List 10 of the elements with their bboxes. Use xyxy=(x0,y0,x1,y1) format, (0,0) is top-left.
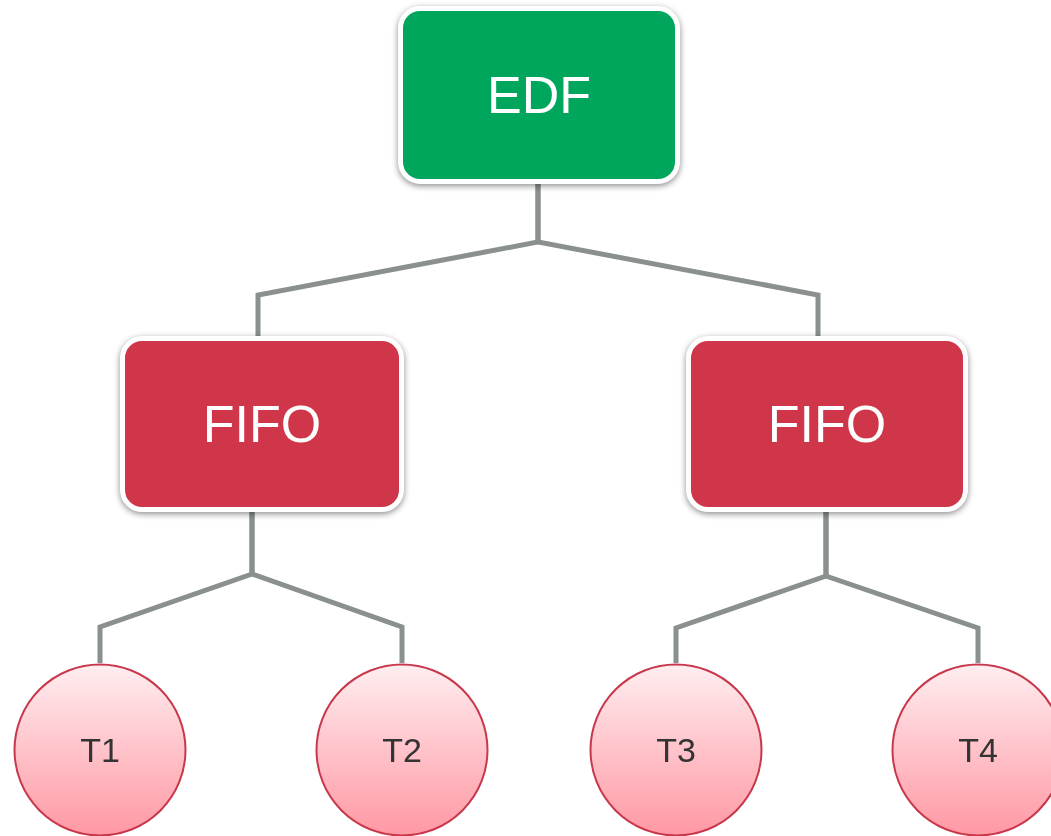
node-label: FIFO xyxy=(767,394,887,454)
connector-line xyxy=(249,512,405,663)
node-label: T1 xyxy=(80,730,120,770)
node-label: EDF xyxy=(487,65,591,125)
node-label: T3 xyxy=(656,730,696,770)
connector-line xyxy=(823,512,981,663)
node-label: FIFO xyxy=(202,394,322,454)
connector-line xyxy=(535,184,821,336)
node-label: T4 xyxy=(958,730,998,770)
node-label: T2 xyxy=(382,730,422,770)
